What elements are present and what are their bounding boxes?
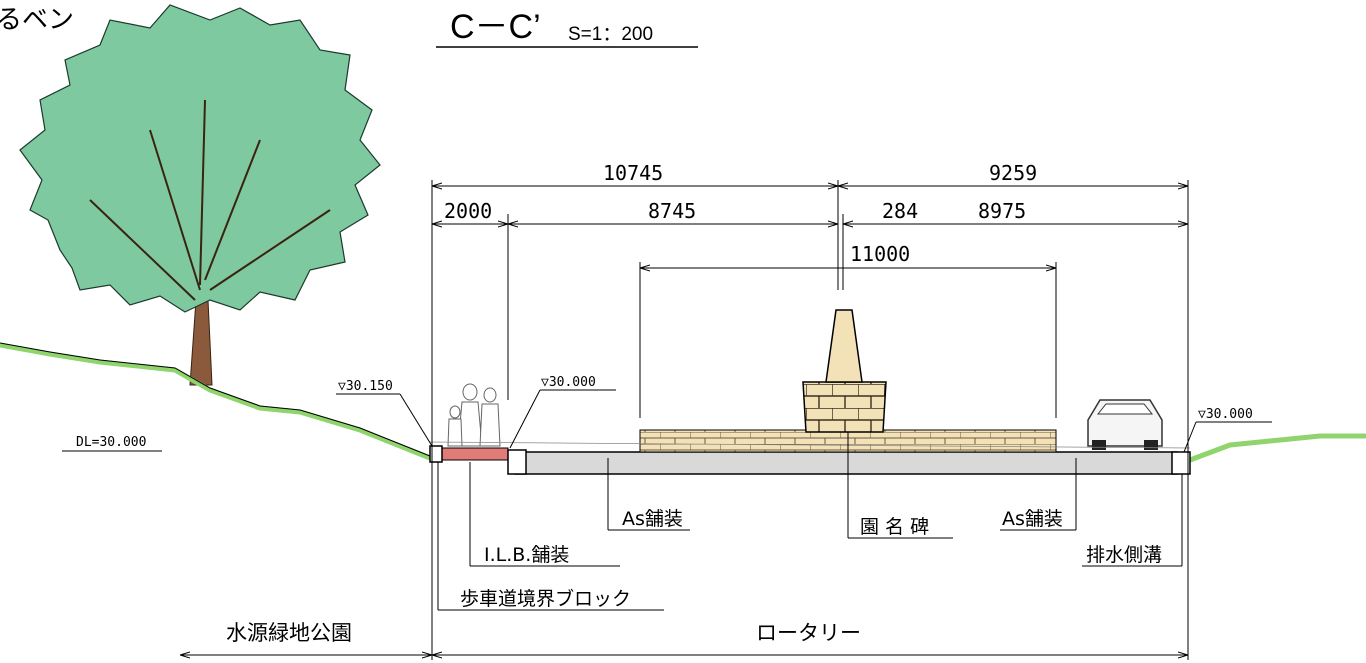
dim-right-inner: 8975 [978,199,1026,223]
datum-level: DL=30.000 [62,435,162,452]
callout-as-left: As舗装 [607,458,690,531]
datum-level-text: DL=30.000 [76,435,146,450]
elev-right-road-text: ▽30.000 [1198,407,1253,422]
zone-right-label: ロータリー [756,621,861,645]
elevation-left-curb: ▽30.150 [336,379,433,447]
elev-left-curb-text: ▽30.150 [338,379,393,394]
callout-curb-block-text: 歩車道境界ブロック [460,587,631,610]
road-pavement [514,451,1178,475]
dim-sidewalk: 2000 [444,199,492,223]
tree-foliage [19,4,381,313]
elevation-right-road: ▽30.000 [1183,407,1272,453]
section-title: C－C’ S=1：200 [436,8,698,48]
callout-as-left-text: As舗装 [622,508,683,530]
dimension-row-monument: 11000 [640,242,1056,268]
road-curb-block [507,449,527,475]
elevation-left-road: ▽30.000 [509,375,616,449]
sidewalk-pavement [439,447,509,461]
tree-branches [89,99,331,301]
section-title-main: C－C’ [450,8,541,46]
callout-as-right-text: As舗装 [1002,508,1063,530]
callout-as-right: As舗装 [1000,458,1077,531]
dim-monument-width: 11000 [850,242,910,266]
dim-overall-right: 9259 [989,161,1037,185]
section-title-scale: S=1：200 [568,24,653,45]
callout-monument: 園 名 碑 [847,432,953,539]
callout-curb-block: 歩車道境界ブロック [437,462,664,611]
extension-lines [431,180,1189,660]
dimension-row-overall: 10745 9259 [432,161,1188,186]
corner-text: るベン [0,5,74,35]
monument-block [802,381,887,433]
monument-obelisk [825,309,863,383]
car-illustration [1087,399,1163,450]
callout-drain: 排水側溝 [1082,474,1183,567]
dimension-row-detail: 2000 8745 284 8975 [432,199,1188,224]
ground-right [1189,433,1366,463]
tree-illustration [19,4,381,386]
callout-ilb: I.L.B.舗装 [469,462,620,567]
callout-ilb-text: I.L.B.舗装 [484,544,569,566]
ground-left-edge [0,342,431,457]
dim-center-offset: 284 [882,199,918,223]
elev-left-road-text: ▽30.000 [541,375,596,390]
zone-left-label: 水源緑地公園 [226,621,352,645]
left-curb-block [429,445,443,463]
drain-ditch [1171,451,1191,475]
pedestrians-illustration [447,383,501,447]
callout-monument-text: 園 名 碑 [860,516,929,538]
dim-left-inner: 8745 [648,199,696,223]
ground-reference-line [429,441,1191,449]
callout-drain-text: 排水側溝 [1086,544,1162,566]
dim-overall-left: 10745 [603,161,663,185]
zone-dimension-row: 水源緑地公園 ロータリー [180,621,1188,655]
ground-left [0,342,431,461]
